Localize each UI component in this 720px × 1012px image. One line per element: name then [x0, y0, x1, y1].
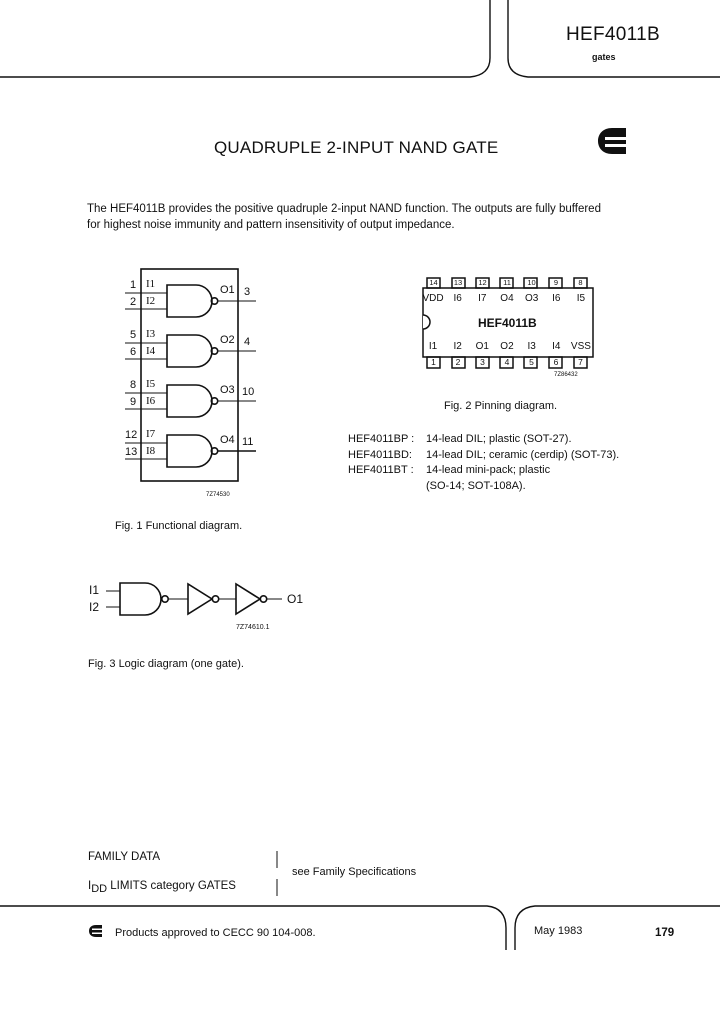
- package-item: HEF4011BT :14-lead mini-pack; plastic: [348, 464, 551, 476]
- pin-label: I6: [453, 293, 462, 304]
- idd-limits-label: IDD LIMITS category GATES: [88, 880, 236, 895]
- family-spec-reference: see Family Specifications: [292, 866, 417, 878]
- fig2-caption: Fig. 2 Pinning diagram.: [444, 400, 558, 412]
- pin-label: 13: [125, 446, 138, 458]
- pin-label: VDD: [422, 293, 444, 304]
- page-number: 179: [655, 927, 675, 939]
- pin-number: 1: [431, 357, 436, 367]
- pin-label: 6: [130, 346, 137, 358]
- pin-label: O1: [475, 341, 489, 352]
- pin-label: 3: [244, 286, 251, 298]
- page-title: QUADRUPLE 2-INPUT NAND GATE: [214, 138, 499, 157]
- pin-number: 7: [578, 357, 583, 367]
- pin-number: 8: [578, 278, 583, 287]
- input-label: I6: [146, 395, 156, 407]
- figure-code: 7Z74530: [206, 492, 230, 498]
- pin-label: 12: [125, 429, 138, 441]
- pin-label: I4: [552, 341, 561, 352]
- input-label: I2: [89, 600, 100, 614]
- company-logo-icon: [598, 128, 626, 154]
- output-label: O2: [220, 334, 235, 346]
- pin-label: 1: [130, 279, 137, 291]
- pin-label: 11: [242, 436, 254, 448]
- package-item: HEF4011BP :14-lead DIL; plastic (SOT-27)…: [348, 433, 572, 445]
- output-label: O1: [220, 284, 235, 296]
- output-label: O4: [220, 434, 235, 446]
- bottom-pin-labels: I1 I2 O1 O2 I3 I4 VSS: [422, 341, 592, 352]
- input-label: I3: [146, 328, 156, 340]
- pin-number: 2: [455, 357, 461, 367]
- pin-number: 4: [504, 357, 510, 367]
- pin-number: 6: [553, 357, 559, 367]
- pin-label: 8: [130, 379, 137, 391]
- pin-label: O2: [500, 341, 514, 352]
- fig1-caption: Fig. 1 Functional diagram.: [115, 520, 243, 532]
- family-data-label: FAMILY DATA: [88, 851, 160, 863]
- output-label: O3: [220, 384, 235, 396]
- approval-note: Products approved to CECC 90 104-008.: [115, 927, 316, 939]
- pin-number: 13: [453, 278, 463, 287]
- package-item: (SO-14; SOT-108A).: [426, 479, 526, 492]
- pin-number: 5: [529, 357, 534, 367]
- fig3-caption: Fig. 3 Logic diagram (one gate).: [88, 658, 244, 670]
- pin-label: I1: [428, 341, 438, 352]
- output-label: O1: [287, 592, 304, 606]
- package-item: HEF4011BD:14-lead DIL; ceramic (cerdip) …: [348, 448, 620, 461]
- pin-label: 2: [130, 296, 137, 308]
- pin-label: 4: [244, 336, 251, 348]
- pin-label: 9: [130, 396, 137, 408]
- bottom-pin-numbers: 1 2 3 4 5 6 7: [427, 357, 587, 368]
- top-pin-numbers: 14 13 12 11 10 9 8: [427, 278, 587, 288]
- pin-number: 3: [480, 357, 485, 367]
- pin-number: 9: [553, 278, 559, 287]
- pin-label: VSS: [570, 341, 591, 352]
- input-label: I4: [146, 345, 156, 357]
- pin-label: I6: [552, 293, 561, 304]
- pin-label: O3: [524, 293, 539, 304]
- pin-label: I2: [453, 341, 462, 352]
- company-logo-icon: [89, 925, 102, 937]
- pin-number: 10: [527, 278, 536, 287]
- input-label: I7: [146, 428, 156, 440]
- pin-number: 14: [429, 278, 438, 287]
- pin-label: 10: [242, 386, 255, 398]
- pin-label: 5: [130, 329, 137, 341]
- intro-paragraph: The HEF4011B provides the positive quadr…: [87, 203, 601, 231]
- input-label: I1: [89, 583, 100, 597]
- top-pin-labels: VDD I6 I7 O4 O3 I6 I5: [422, 293, 592, 304]
- pin-number: 12: [478, 278, 487, 287]
- part-number: HEF4011B: [566, 24, 660, 45]
- chip-label: HEF4011B: [478, 316, 537, 330]
- pin-label: I7: [478, 293, 487, 304]
- input-label: I1: [146, 278, 156, 290]
- publication-date: May 1983: [534, 925, 583, 937]
- pin-label: I3: [527, 341, 536, 352]
- pin-label: O4: [500, 293, 514, 304]
- figure-code: 7Z74610.1: [236, 624, 270, 631]
- pin-label: I5: [576, 293, 586, 304]
- package-list: HEF4011BP :14-lead DIL; plastic (SOT-27)…: [348, 432, 619, 494]
- pin-number: 11: [503, 278, 511, 287]
- input-label: I5: [146, 378, 156, 390]
- figure-code: 7Z86432: [554, 372, 578, 378]
- category-label: gates: [592, 52, 616, 62]
- input-label: I2: [146, 295, 156, 307]
- input-label: I8: [146, 445, 156, 457]
